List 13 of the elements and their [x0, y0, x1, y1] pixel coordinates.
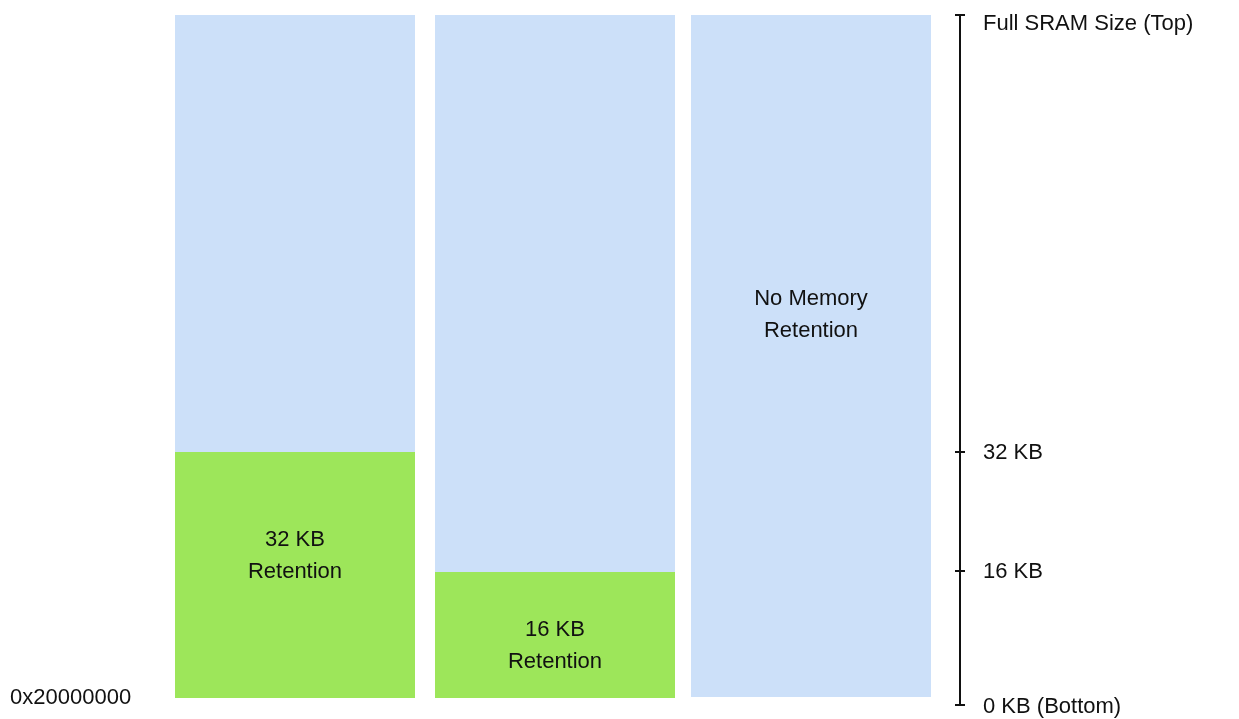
address-label: 0x20000000: [10, 684, 132, 710]
retention-region: [435, 572, 675, 698]
region-label: No Memory Retention: [753, 284, 869, 344]
region-label: 16 KB Retention: [506, 615, 604, 675]
axis-label: 0 KB (Bottom): [983, 693, 1122, 719]
memory-region: [175, 15, 415, 452]
axis-label: 32 KB: [983, 439, 1043, 465]
axis-label: 16 KB: [983, 558, 1043, 584]
retention-region: [175, 452, 415, 698]
memory-region: [435, 15, 675, 572]
memory-region: [691, 15, 931, 697]
region-label: 32 KB Retention: [246, 525, 344, 585]
axis-label: Full SRAM Size (Top): [983, 10, 1194, 36]
